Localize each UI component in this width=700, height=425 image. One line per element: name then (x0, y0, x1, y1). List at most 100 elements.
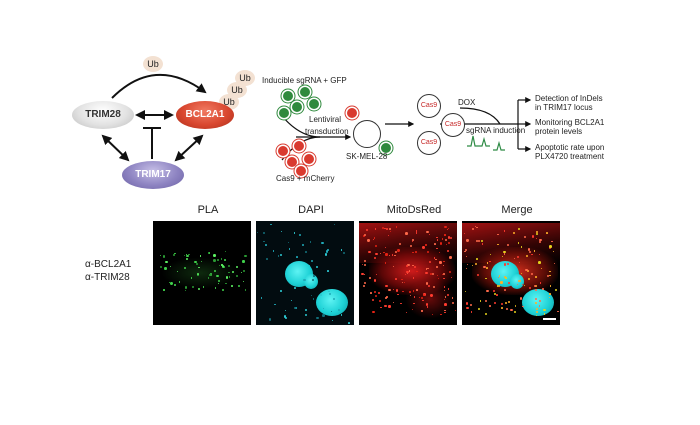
signal-speck (384, 305, 386, 307)
signal-speck (364, 264, 366, 266)
signal-speck (273, 250, 274, 251)
signal-speck (427, 306, 428, 307)
signal-speck (525, 269, 527, 271)
signal-speck (425, 272, 427, 274)
signal-speck (316, 317, 318, 319)
signal-speck (316, 266, 318, 268)
signal-speck (444, 286, 446, 288)
signal-speck (443, 278, 444, 279)
sgrna-virus (309, 99, 319, 109)
signal-speck (466, 268, 467, 269)
outcome-apoptosis-line2: PLX4720 treatment (535, 152, 604, 161)
signal-speck (327, 249, 329, 251)
signal-speck (364, 282, 367, 285)
trim17-bcl2a1-arrow (176, 136, 202, 160)
cas9-virus (287, 157, 297, 167)
antibody-trim28: α-TRIM28 (85, 271, 131, 284)
signal-speck (529, 287, 531, 289)
signal-speck (348, 322, 350, 324)
signal-speck (514, 311, 516, 313)
signal-speck (228, 265, 230, 267)
signal-speck (501, 303, 503, 305)
signal-speck (243, 270, 245, 272)
signal-speck (426, 231, 428, 233)
signal-speck (341, 249, 343, 251)
signal-speck (222, 289, 224, 291)
nucleus (510, 274, 524, 289)
signal-speck (372, 311, 374, 313)
signal-speck (294, 287, 296, 289)
dox-curve (460, 108, 500, 124)
signal-speck (321, 242, 323, 244)
signal-speck (325, 253, 327, 255)
sk-mel-28-cell (353, 120, 381, 148)
signal-speck (536, 315, 538, 317)
signal-speck (364, 234, 366, 236)
signal-speck (416, 289, 418, 291)
signal-speck (485, 313, 487, 315)
cas9-cell: Cas9 (441, 113, 465, 137)
signal-speck (487, 262, 489, 264)
signal-speck (504, 263, 506, 265)
sgrna-induction-label: sgRNA induction (466, 126, 525, 135)
signal-speck (274, 304, 275, 305)
signal-speck (549, 297, 550, 298)
signal-speck (535, 302, 537, 304)
signal-speck (466, 239, 468, 241)
signal-speck (224, 259, 226, 261)
signal-speck (375, 245, 377, 247)
cas9-cell: Cas9 (417, 94, 441, 118)
signal-speck (449, 256, 451, 258)
signal-speck (288, 242, 290, 244)
dapi-image (256, 221, 354, 325)
signal-speck (445, 239, 447, 241)
signal-speck (402, 291, 403, 292)
signal-speck (263, 232, 265, 234)
signal-speck (285, 310, 286, 311)
signal-speck (217, 259, 219, 261)
signal-speck (401, 279, 402, 280)
signal-speck (531, 254, 533, 256)
signal-speck (388, 235, 389, 236)
outcome-bcl2a1: Monitoring BCL2A1 protein levels (535, 118, 604, 136)
signal-speck (343, 252, 345, 254)
signal-speck (291, 300, 292, 301)
panel-title-dapi: DAPI (256, 204, 366, 216)
signal-speck (332, 320, 333, 321)
signal-speck (363, 285, 365, 287)
panel-title-pla: PLA (153, 204, 263, 216)
signal-speck (466, 302, 468, 304)
signal-speck (386, 228, 388, 230)
signal-speck (294, 232, 296, 234)
trim28-label: TRIM28 (72, 101, 134, 129)
sgrna-virus (292, 102, 302, 112)
signal-speck (521, 273, 522, 274)
signal-speck (513, 232, 515, 234)
signal-speck (485, 300, 487, 302)
signal-speck (538, 261, 541, 264)
signal-speck (219, 265, 220, 266)
signal-speck (517, 284, 518, 285)
signal-speck (549, 293, 551, 295)
signal-speck (399, 243, 401, 245)
bcl2a1-label: BCL2A1 (176, 101, 234, 129)
cas9-virus (294, 141, 304, 151)
signal-speck (375, 295, 377, 297)
signal-speck (529, 251, 531, 253)
signal-speck (236, 275, 238, 277)
signal-speck (443, 273, 445, 275)
signal-speck (370, 292, 372, 294)
cas9-mcherry-label: Cas9 + mCherry (276, 174, 334, 183)
signal-speck (208, 252, 209, 253)
transduction-label: transduction (305, 127, 349, 136)
signal-speck (477, 274, 479, 276)
trim17-label: TRIM17 (122, 161, 184, 189)
signal-speck (385, 247, 386, 248)
signal-speck (375, 253, 377, 255)
signal-speck (305, 309, 307, 311)
signal-speck (225, 251, 226, 252)
signal-speck (302, 244, 304, 246)
signal-speck (186, 258, 188, 260)
signal-speck (382, 227, 384, 229)
signal-speck (379, 300, 381, 302)
